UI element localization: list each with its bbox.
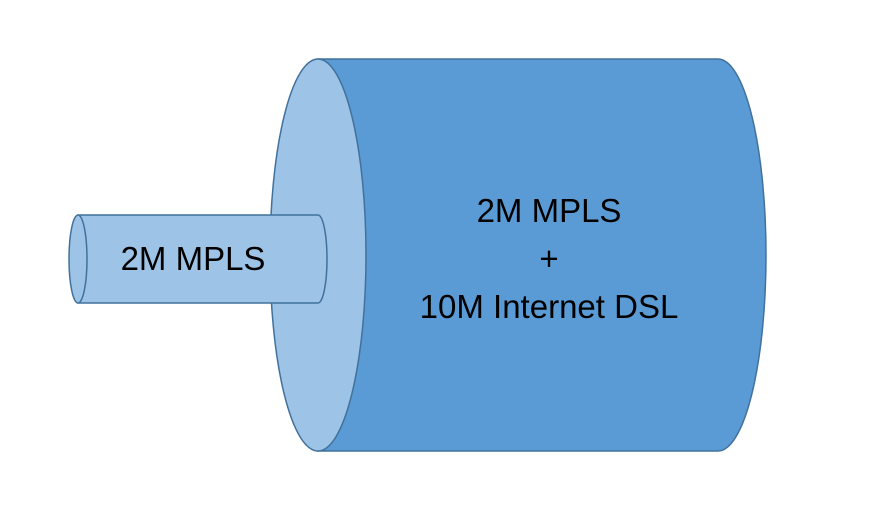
large-cylinder-body bbox=[317, 58, 767, 452]
small-pipe-label: 2M MPLS bbox=[121, 240, 266, 277]
small-cylinder-end-cap bbox=[68, 214, 88, 304]
large-pipe-label-plus: + bbox=[539, 240, 558, 277]
small-cylinder-body bbox=[77, 214, 328, 304]
large-pipe-label-line1: 2M MPLS bbox=[477, 192, 622, 229]
large-pipe-label-line3: 10M Internet DSL bbox=[420, 288, 679, 325]
